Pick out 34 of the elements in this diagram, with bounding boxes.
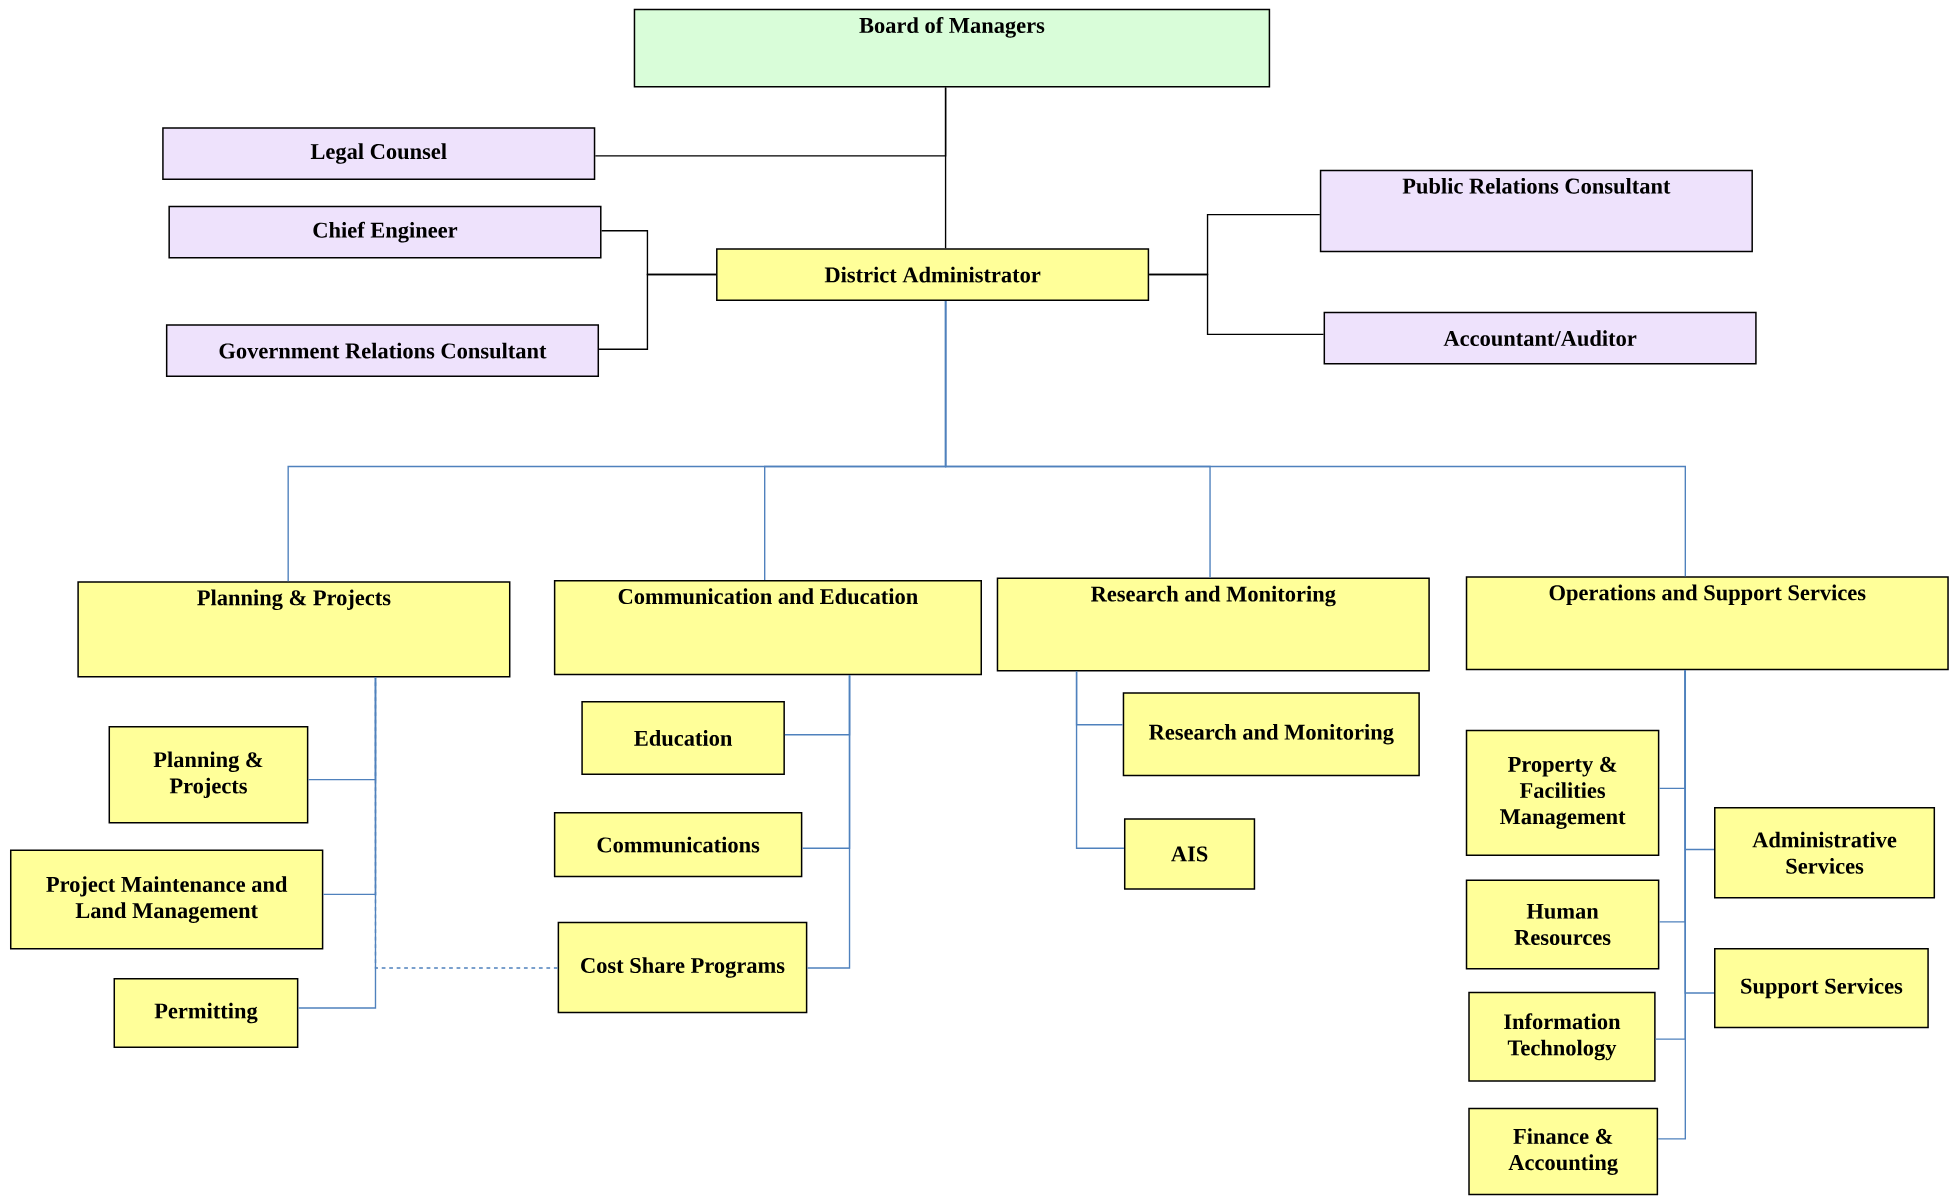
advisor-box: Public Relations Consultant (1319, 169, 1753, 253)
department-box: Operations and Support Services (1465, 576, 1949, 670)
unit-box: Education (581, 700, 785, 775)
connector-line (297, 676, 377, 1009)
advisor-box: Accountant/Auditor (1323, 311, 1757, 365)
connector-line (944, 300, 1686, 577)
advisor-box: Chief Engineer (168, 205, 602, 259)
advisor-box: Government Relations Consultant (165, 324, 600, 377)
unit-box: Information Technology (1468, 991, 1656, 1082)
connector-line (1148, 273, 1325, 335)
unit-box: Planning & Projects (108, 725, 309, 824)
unit-box: Cost Share Programs (557, 921, 808, 1014)
connector-line (1684, 669, 1715, 994)
unit-box: Finance & Accounting (1468, 1107, 1659, 1196)
department-box: Planning & Projects (77, 581, 511, 678)
connector-line (1075, 670, 1125, 849)
board-box: Board of Managers (633, 8, 1271, 88)
unit-box: Permitting (113, 977, 299, 1048)
connector-line (594, 86, 947, 157)
administrator-box: District Administrator (716, 248, 1150, 301)
connector-line (806, 674, 851, 969)
department-box: Research and Monitoring (996, 577, 1430, 672)
department-box: Communication and Education (553, 579, 982, 675)
connector-line (598, 273, 717, 350)
unit-box: Administrative Services (1714, 806, 1936, 899)
unit-box: Project Maintenance and Land Management (10, 849, 324, 950)
advisor-box: Legal Counsel (162, 127, 596, 180)
unit-box: AIS (1123, 818, 1256, 890)
connector-line (374, 676, 559, 969)
unit-box: Support Services (1714, 947, 1929, 1028)
unit-box: Human Resources (1465, 879, 1660, 970)
unit-box: Communications (553, 811, 803, 878)
unit-box: Research and Monitoring (1122, 692, 1420, 777)
unit-box: Property & Facilities Management (1465, 729, 1660, 856)
